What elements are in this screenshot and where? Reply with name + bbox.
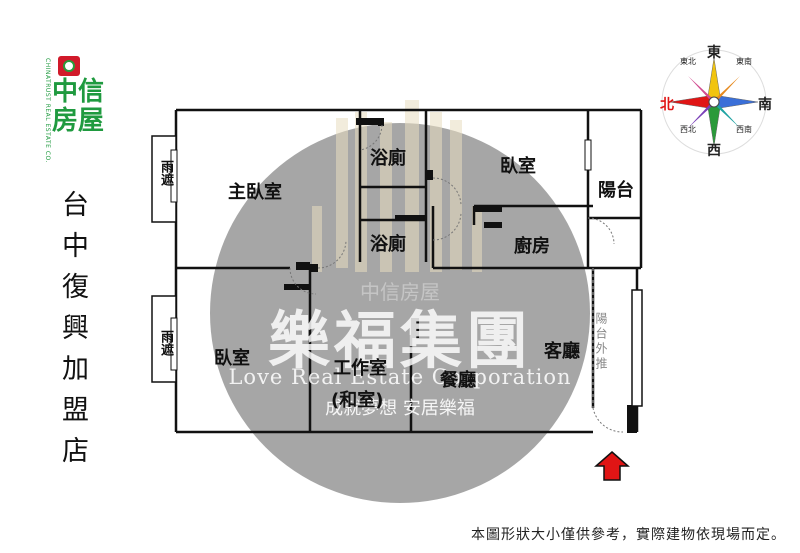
compass-north-label: 北 [660,97,674,113]
store-name: 台中復興加盟店 [57,190,88,477]
door-swings [289,124,624,433]
watermark-disc [210,123,590,503]
watermark-english-name: Love Real Estate Corporation [228,365,572,389]
windows [151,135,643,407]
watermark-group-name: 樂福集團 [267,304,532,377]
room-master-bedroom: 主臥室 [228,182,282,203]
disclaimer-footnote: 本圖形狀大小僅供參考，實際建物依現場而定。 [471,527,786,543]
watermark-brand-faded: 中信房屋 [360,280,440,304]
logo-emblem-icon [58,56,80,76]
watermark-slogan: 成就夢想 安居樂福 [325,398,475,419]
entry-arrow-icon [594,451,630,481]
room-kitchen: 廚房 [514,236,550,257]
compass-rose-icon [661,49,767,155]
room-study: 工作室 [333,358,387,379]
room-bedroom-2: 臥室 [214,348,250,369]
compass-northwest-label: 西北 [680,125,696,134]
logo-english-name: CHINATRUST REAL ESTATE CO. [44,58,51,163]
window-awning-2: 雨遮 [158,330,173,356]
room-bedroom-1: 臥室 [500,156,536,177]
compass-northeast-label: 東北 [680,57,696,66]
compass-east-label: 東 [707,45,721,61]
compass-southwest-label: 西南 [736,125,752,134]
logo-chinese-name: 中信房屋 [52,77,105,136]
room-bathroom-1: 浴廁 [370,148,406,169]
room-study-japanese: (和室) [331,390,384,411]
compass-south-label: 南 [758,97,772,113]
room-living: 客廳 [544,341,580,362]
compass-west-label: 西 [707,143,721,159]
room-balcony: 陽台 [598,180,634,201]
compass-southeast-label: 東南 [736,57,752,66]
room-dining: 餐廳 [440,370,476,391]
window-awning-1: 雨遮 [158,160,173,186]
room-balcony-extension: 陽台外推 [594,312,608,372]
room-bathroom-2: 浴廁 [370,234,406,255]
wall-pillars [284,118,637,433]
